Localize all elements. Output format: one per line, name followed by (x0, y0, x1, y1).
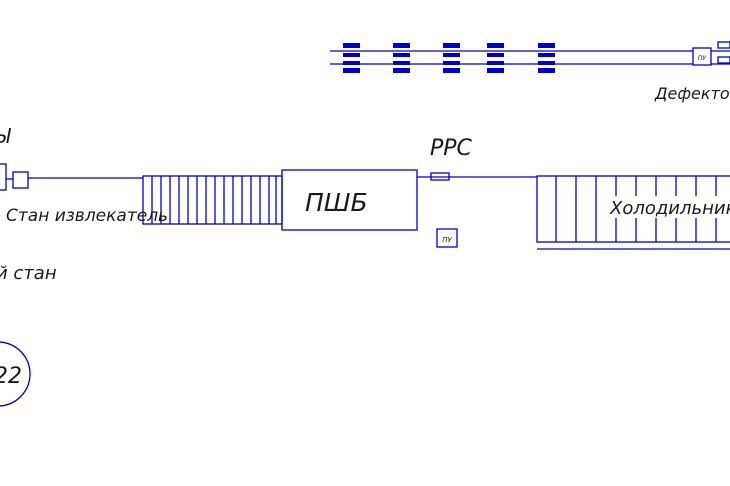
numbered-circle (0, 341, 31, 407)
defectoscope-label: Дефекто (654, 84, 730, 103)
rrs-label: РРС (430, 136, 473, 161)
top-roller-conveyor (330, 41, 730, 73)
top-right-block (717, 41, 730, 49)
pu-top-box (692, 47, 712, 66)
roller-table-1-rollers (151, 176, 277, 224)
extractor-small-box (12, 171, 29, 189)
pu-main-box (436, 228, 458, 248)
pshb-furnace (281, 169, 418, 231)
circle-number-label: 22 (0, 364, 22, 389)
pshb-label: ПШБ (305, 188, 368, 217)
pu-top-label: ПУ (698, 55, 707, 62)
left-cut-box (0, 163, 7, 191)
cooler-label: Холодильник (609, 198, 730, 219)
extractor-label: Стан извлекатель (6, 206, 168, 226)
top-cut-label: Ы (0, 124, 12, 148)
top-conveyor-rollers (343, 43, 555, 73)
main-line (0, 163, 730, 407)
pu-main-label: ПУ (442, 236, 452, 244)
cooler (536, 175, 730, 243)
mill-label: й стан (0, 263, 57, 284)
rrs-block (430, 172, 450, 181)
